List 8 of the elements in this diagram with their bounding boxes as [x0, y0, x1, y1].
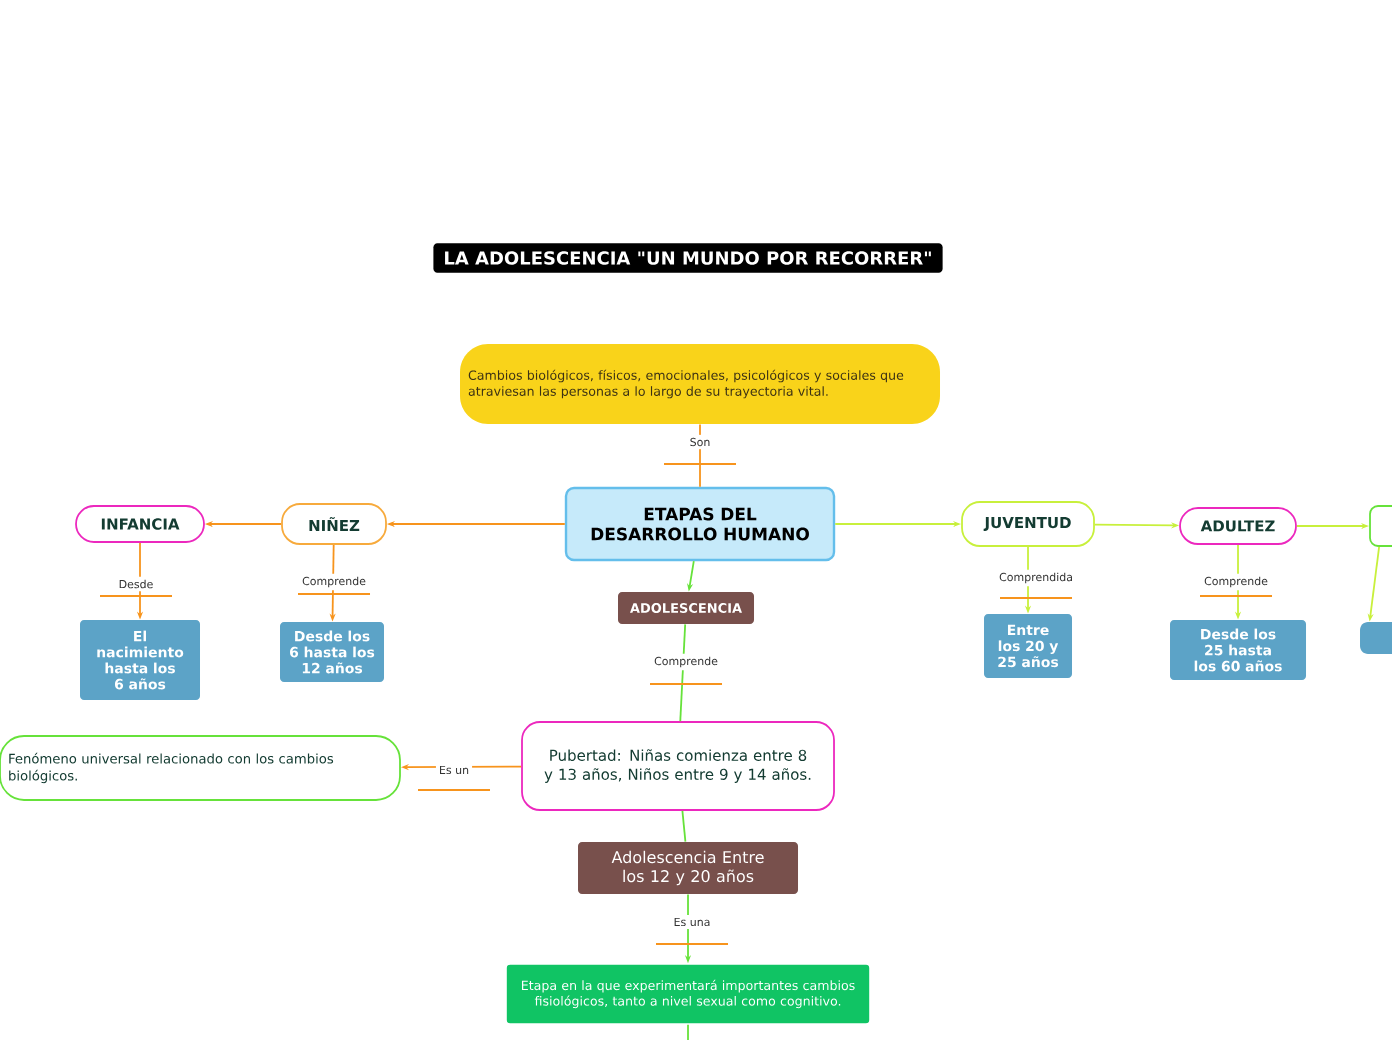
connector — [681, 810, 687, 843]
connector — [687, 1023, 689, 1040]
connector — [699, 423, 701, 488]
title-banner: LA ADOLESCENCIA "UN MUNDO POR RECORRER" — [433, 243, 943, 273]
info-box — [1360, 622, 1392, 654]
central-topic-box: ETAPAS DEL DESARROLLO HUMANO — [564, 486, 836, 562]
subtopic-box: Adolescencia Entre los 12 y 20 años — [578, 842, 798, 894]
topic-pill — [1369, 505, 1392, 547]
